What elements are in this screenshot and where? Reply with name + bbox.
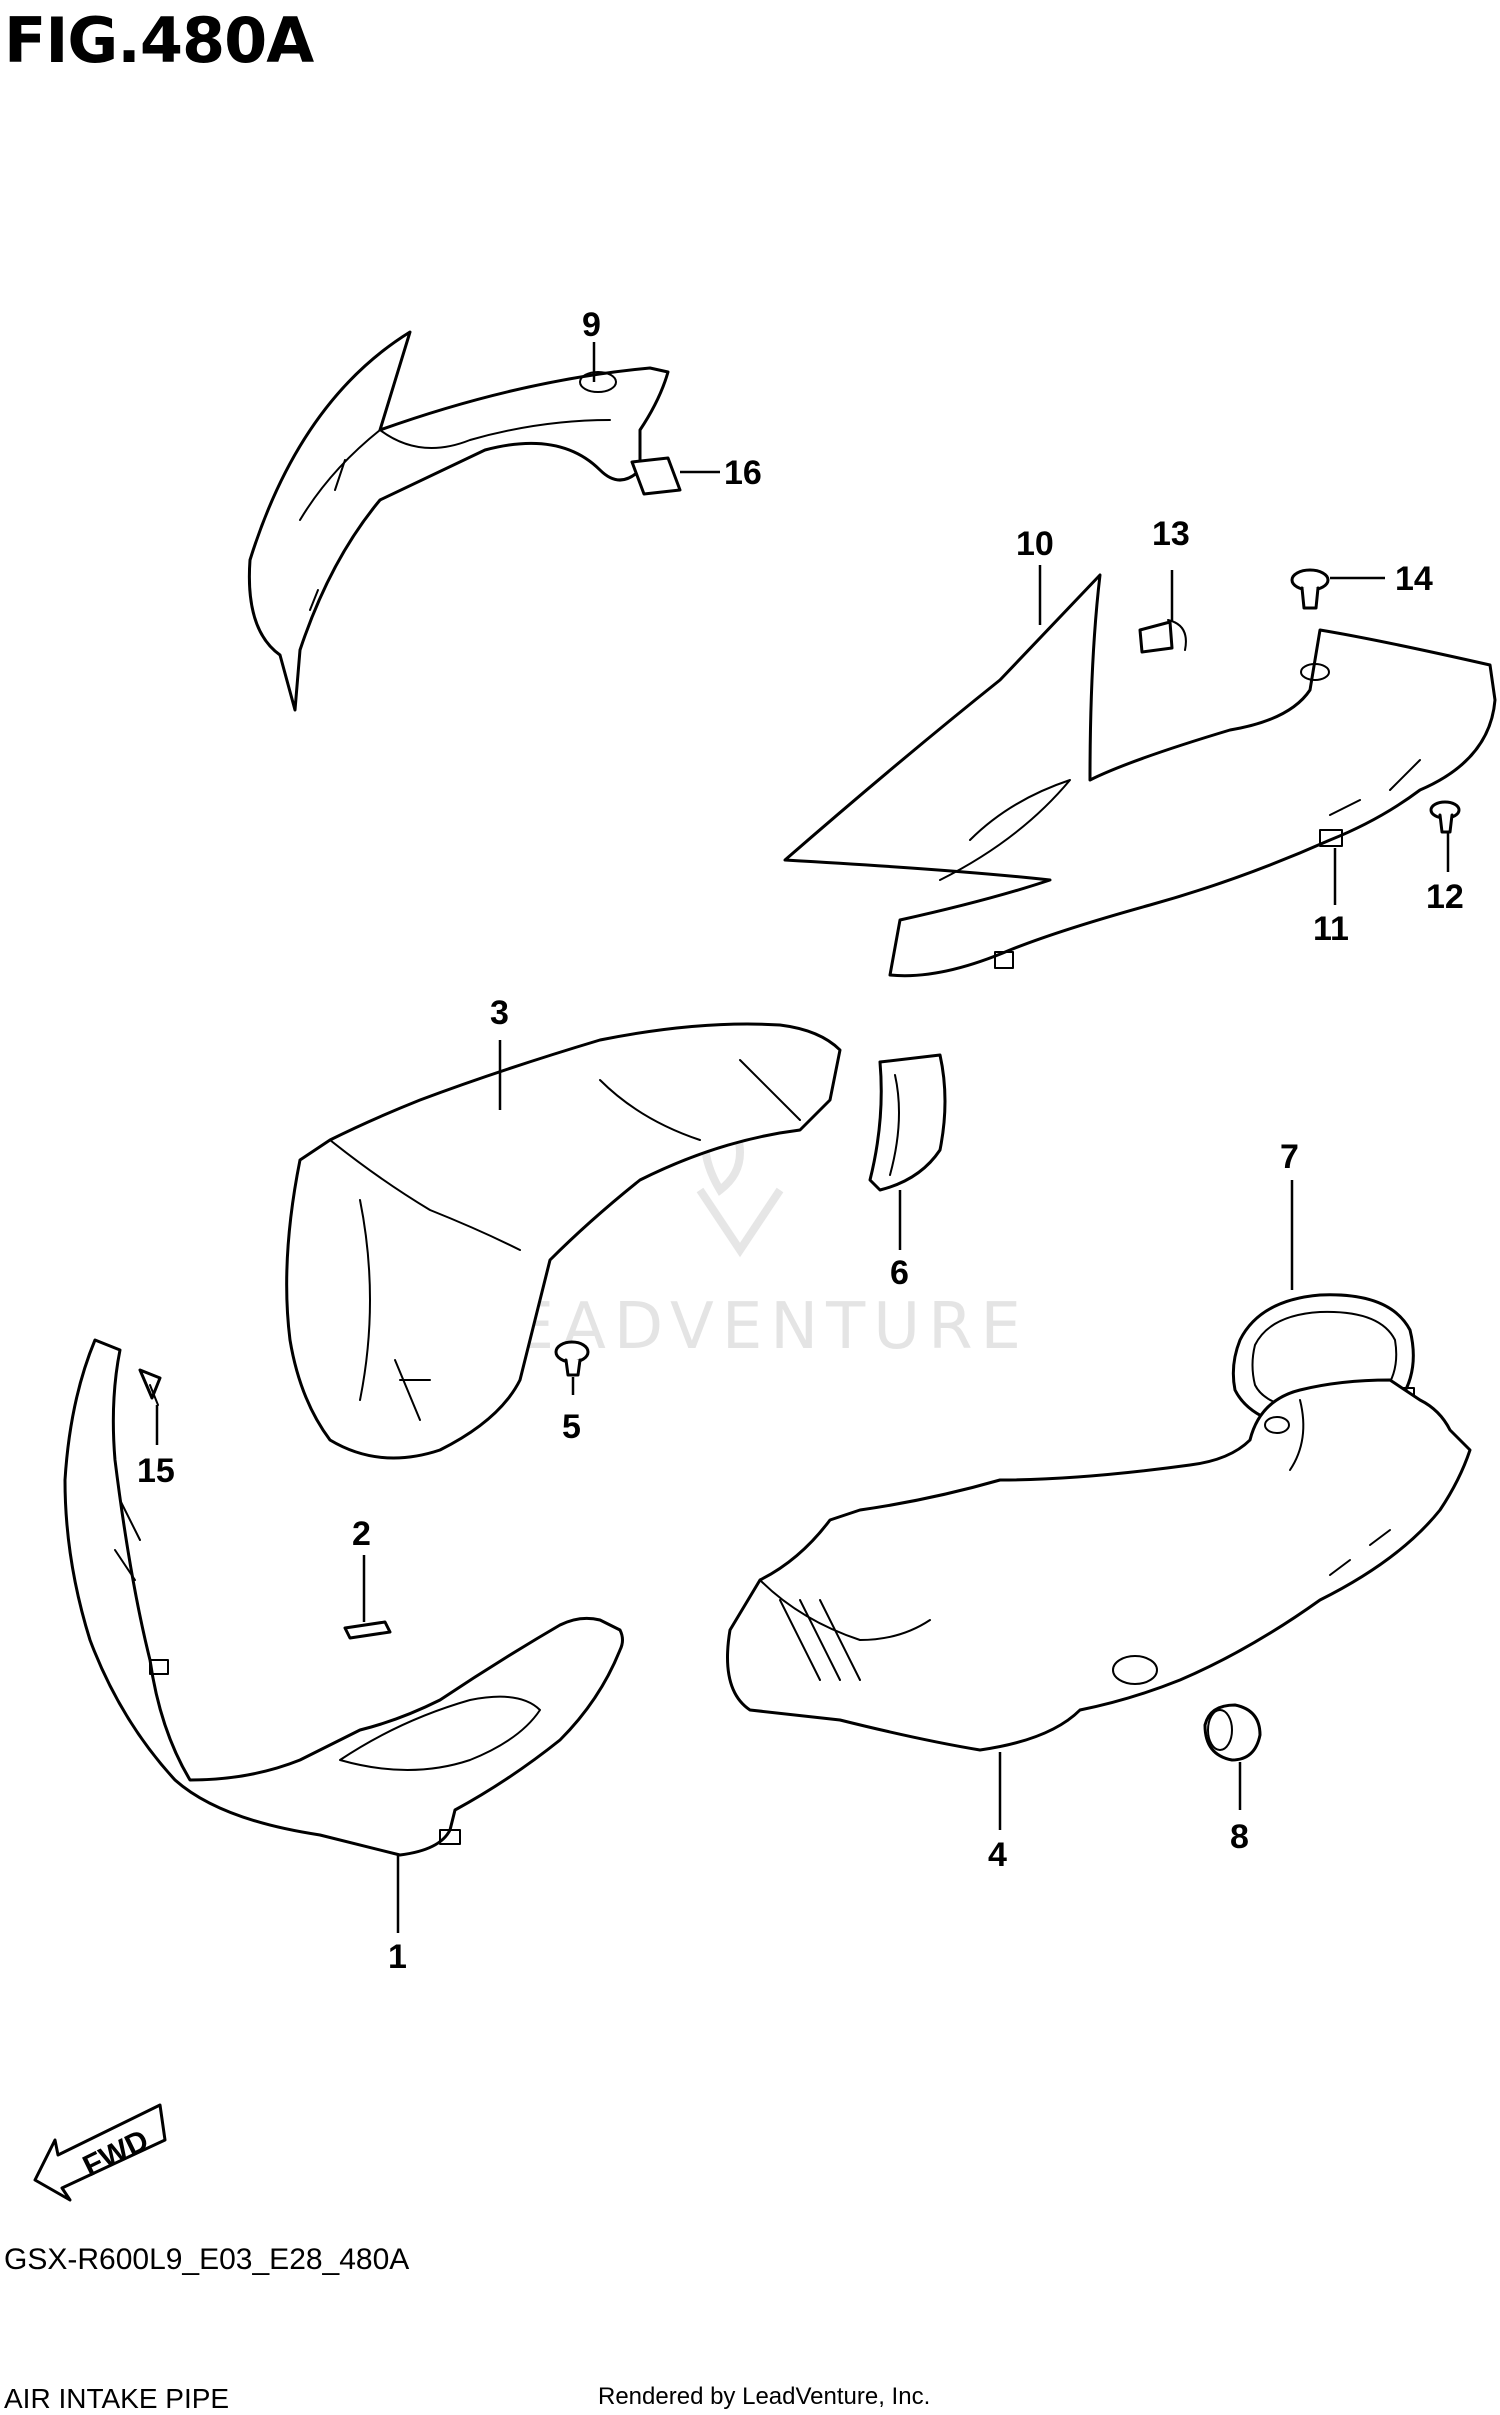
part-10-side-cover[interactable] (783, 573, 1497, 978)
callout-3[interactable]: 3 (490, 994, 509, 1032)
callout-7[interactable]: 7 (1280, 1138, 1299, 1176)
drawing-code: GSX-R600L9_E03_E28_480A (4, 2243, 410, 2276)
watermark-text: LEADVENTURE (470, 1290, 1029, 1364)
callout-4[interactable]: 4 (988, 1836, 1007, 1874)
callout-9[interactable]: 9 (582, 306, 601, 344)
part-15-screw[interactable] (138, 1368, 162, 1406)
callout-2[interactable]: 2 (352, 1515, 371, 1553)
fwd-arrow-icon: FWD (33, 2103, 167, 2202)
part-14-clip[interactable] (1290, 568, 1330, 610)
callout-5[interactable]: 5 (562, 1408, 581, 1446)
part-13-screw[interactable] (1138, 619, 1187, 654)
callout-8[interactable]: 8 (1230, 1818, 1249, 1856)
part-2-label[interactable] (343, 1620, 392, 1640)
part-1-front-cover[interactable] (63, 1338, 624, 1857)
callout-13[interactable]: 13 (1152, 515, 1190, 553)
callout-15[interactable]: 15 (137, 1452, 175, 1490)
part-16-pad[interactable] (630, 456, 682, 496)
callout-10[interactable]: 10 (1016, 525, 1054, 563)
part-12-rivet[interactable] (1429, 800, 1461, 834)
callout-12[interactable]: 12 (1426, 878, 1464, 916)
part-9-duct-cover[interactable] (247, 330, 670, 712)
section-name: AIR INTAKE PIPE (4, 2383, 230, 2414)
figure-title: FIG.480A (4, 4, 314, 77)
part-3-air-intake-duct[interactable] (285, 1022, 842, 1460)
callout-6[interactable]: 6 (890, 1254, 909, 1292)
callout-16[interactable]: 16 (724, 454, 762, 492)
part-4-intake-pipe[interactable] (726, 1378, 1472, 1752)
part-6-seal[interactable] (868, 1053, 947, 1192)
callout-11[interactable]: 11 (1313, 910, 1349, 948)
part-5-clip[interactable] (554, 1340, 590, 1377)
callout-leaders (155, 342, 1450, 1933)
callout-14[interactable]: 14 (1395, 560, 1433, 598)
callout-1[interactable]: 1 (388, 1938, 407, 1976)
rendered-by-credit: Rendered by LeadVenture, Inc. (598, 2383, 931, 2410)
part-8-grommet[interactable] (1203, 1703, 1262, 1762)
